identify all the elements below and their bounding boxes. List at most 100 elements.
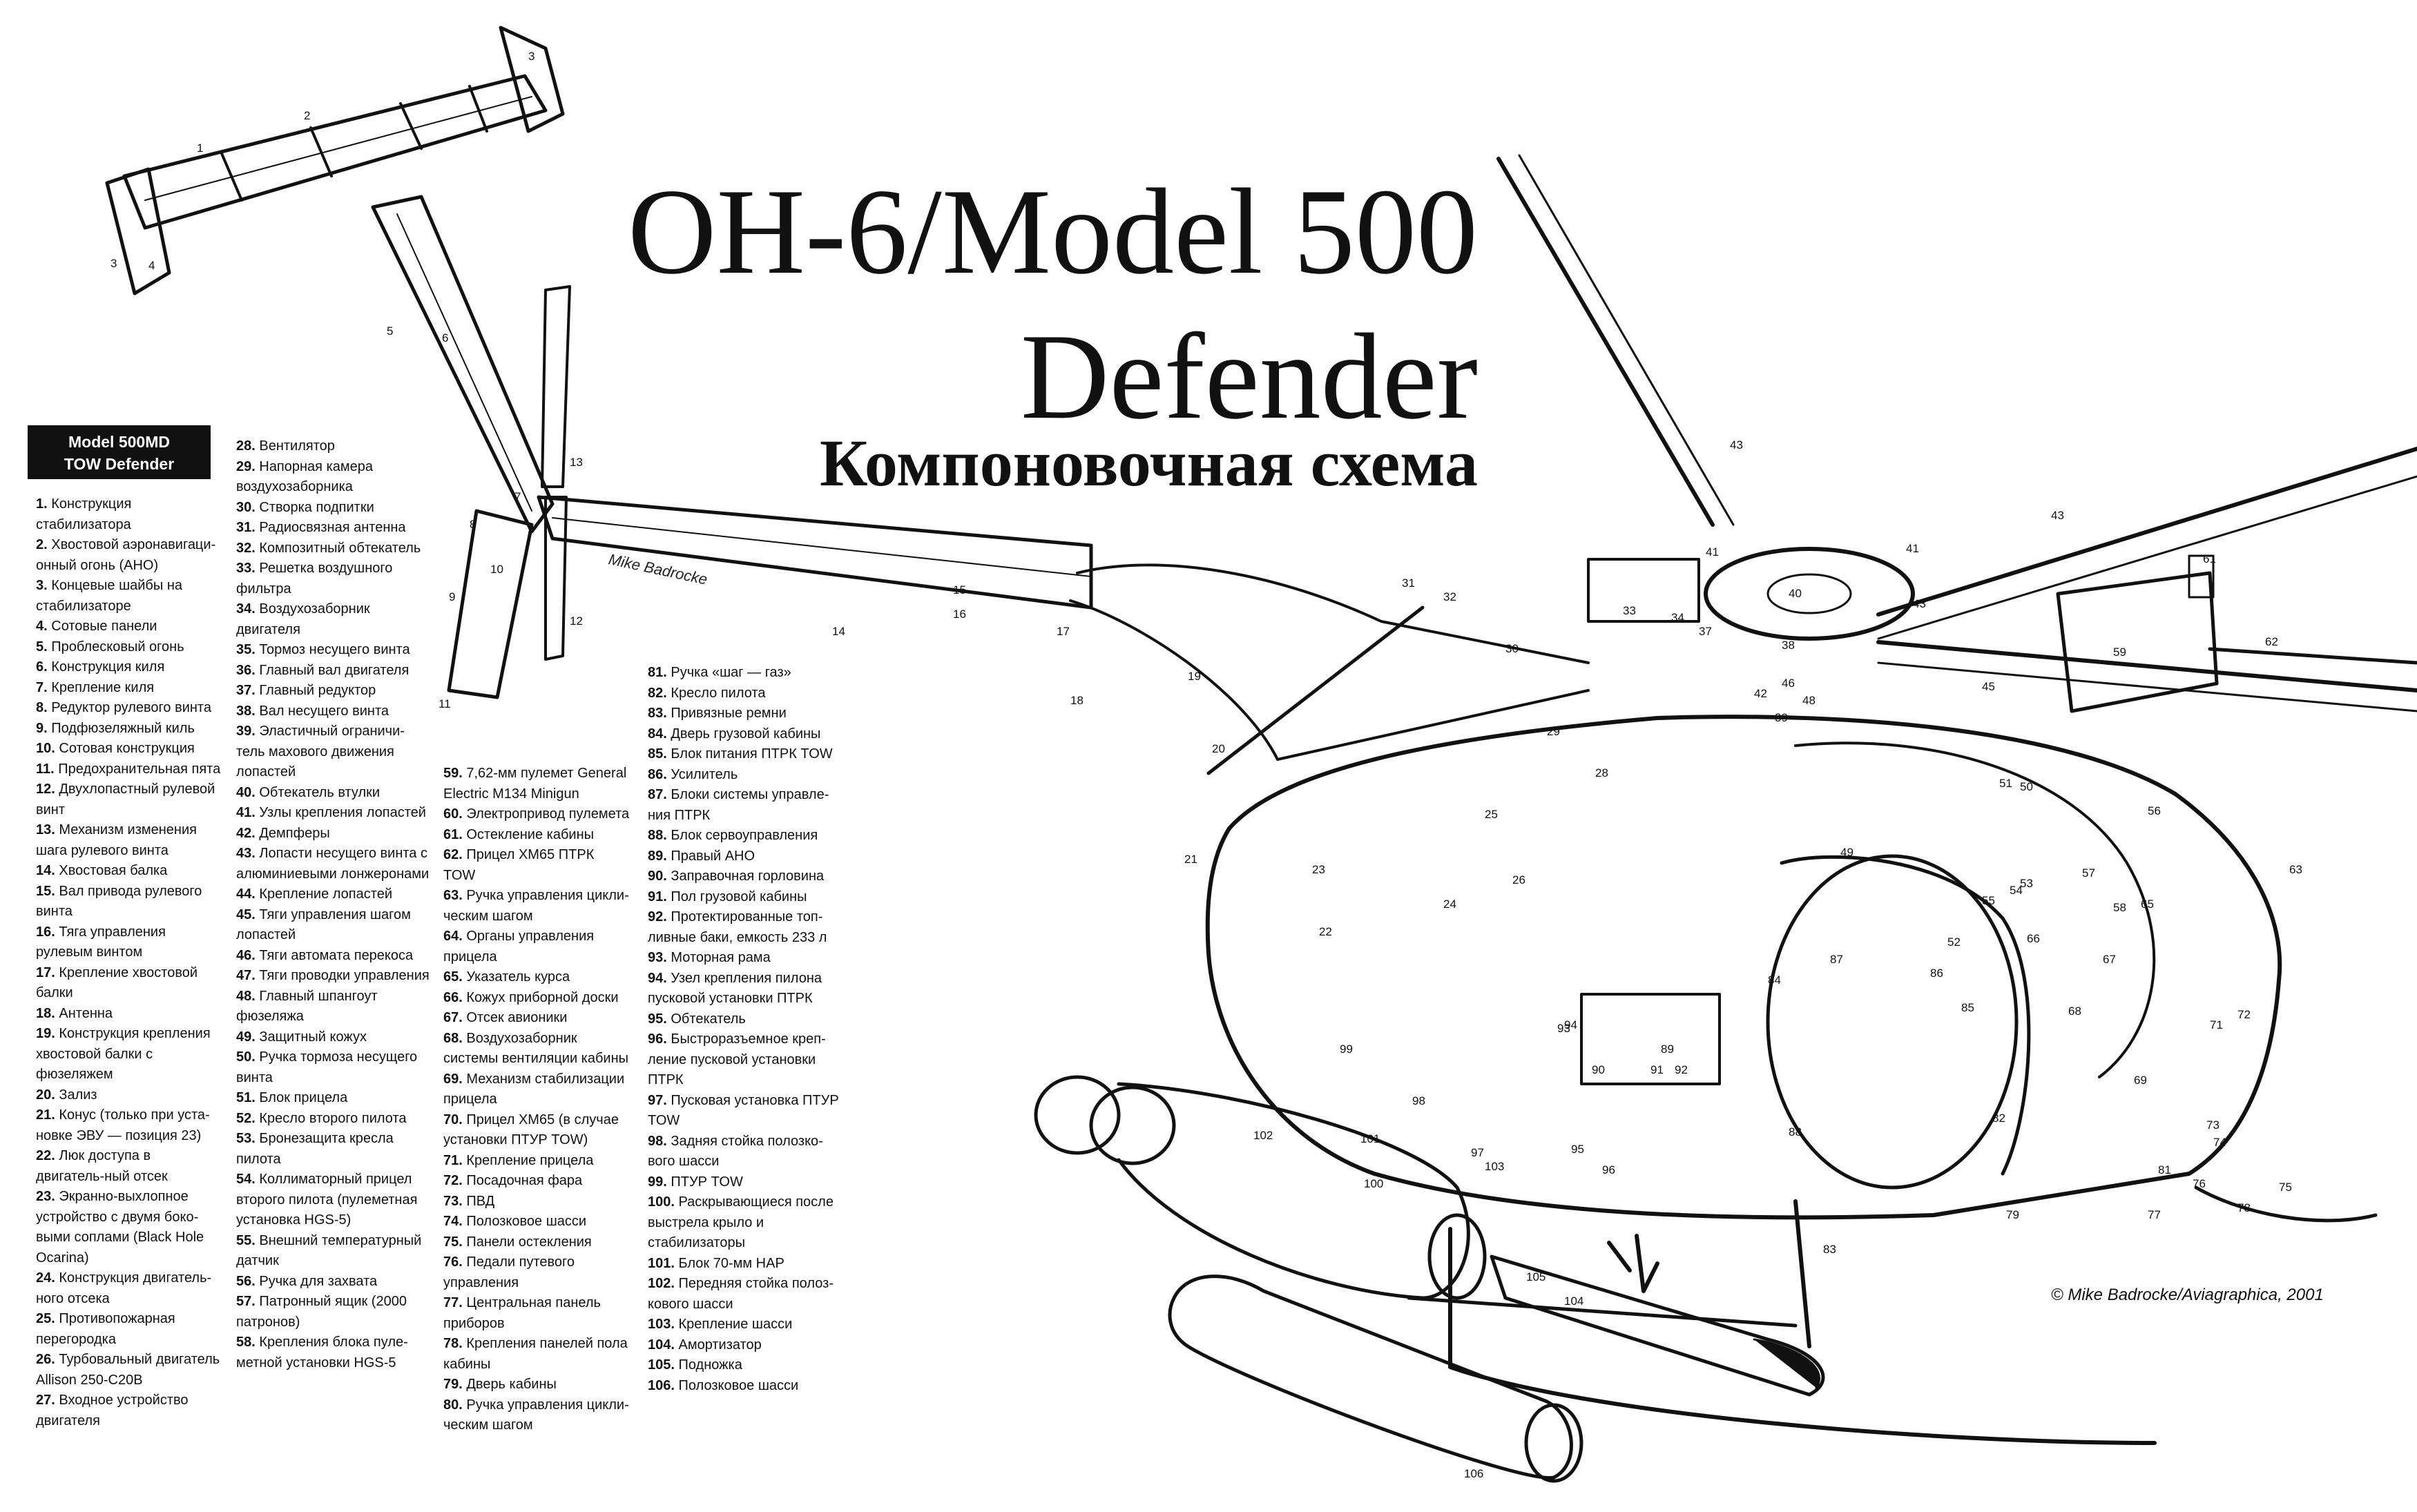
legend-item-text: Крепление шасси <box>674 1317 793 1332</box>
legend-item-text: Входное устройство двигателя <box>36 1393 189 1428</box>
callout-number: 3 <box>110 257 117 270</box>
legend-item-text: Кресло пилота <box>666 685 766 701</box>
callout-number: 104 <box>1564 1295 1584 1308</box>
legend-item-number: 80. <box>443 1397 463 1413</box>
legend-item-text: Прицел XM65 ПТРК TOW <box>443 847 595 883</box>
legend-item: 51. Блок прицела <box>236 1088 430 1109</box>
legend-item: 31. Радиосвязная антенна <box>236 518 430 539</box>
legend-item-text: Сотовые панели <box>47 619 157 634</box>
legend-item: 46. Тяги автомата перекоса <box>236 946 430 967</box>
callout-number: 61 <box>2203 552 2216 565</box>
legend-item: 79. Дверь кабины <box>443 1375 630 1395</box>
legend-item-text: Усилитель <box>666 766 738 782</box>
callout-number: 30 <box>1505 642 1519 655</box>
legend-item-number: 92. <box>648 909 667 924</box>
legend-item-number: 17. <box>36 965 55 980</box>
legend-item-text: Электропривод пулемета <box>462 806 630 822</box>
legend-item-text: Тяги автомата перекоса <box>255 947 414 963</box>
legend-item-text: Крепление киля <box>47 679 155 695</box>
legend-item-text: Остекление кабины <box>462 826 595 842</box>
callout-number: 103 <box>1485 1160 1505 1173</box>
legend-item: 6. Конструкция киля <box>36 657 222 678</box>
legend-item-number: 62. <box>443 847 463 862</box>
callout-number: 5 <box>387 324 394 338</box>
callout-number: 95 <box>1571 1143 1584 1156</box>
legend-item-text: Кресло второго пилота <box>255 1110 407 1126</box>
legend-item-number: 26. <box>36 1352 55 1367</box>
legend-item: 85. Блок питания ПТРК TOW <box>648 744 848 765</box>
callout-number: 89 <box>1661 1043 1674 1056</box>
legend-item-number: 34. <box>236 601 256 617</box>
legend-item-number: 66. <box>443 989 463 1005</box>
callout-number: 73 <box>2206 1118 2219 1132</box>
legend-item: 60. Электропривод пулемета <box>443 804 630 825</box>
legend-item: 98. Задняя стойка полозко-вого шасси <box>648 1132 848 1172</box>
callout-number: 28 <box>1595 766 1608 779</box>
rocket-pod <box>1168 1274 1583 1483</box>
legend-item-number: 77. <box>443 1295 463 1310</box>
legend-item-number: 14. <box>36 863 55 878</box>
legend-item-number: 86. <box>648 766 667 782</box>
legend-item-number: 11. <box>36 761 55 777</box>
callout-number: 25 <box>1485 808 1498 821</box>
legend-item: 44. Крепление лопастей <box>236 884 430 905</box>
legend-item-text: 7,62-мм пулемет General Electric M134 Mi… <box>443 766 627 802</box>
legend-item: 55. Внешний температурный датчик <box>236 1231 430 1272</box>
legend-item-number: 8. <box>36 700 48 715</box>
legend-item-text: Дверь кабины <box>462 1377 557 1392</box>
legend-item: 96. Быстроразъемное креп-ление пусковой … <box>648 1029 848 1091</box>
legend-item-text: Вал несущего винта <box>255 703 389 719</box>
legend-item: 42. Демпферы <box>236 824 430 844</box>
legend-item-number: 55. <box>236 1232 256 1248</box>
tow-missile <box>1490 1234 1825 1397</box>
legend-item-number: 7. <box>36 679 48 695</box>
callout-number: 20 <box>1212 742 1225 755</box>
legend-item-text: Конус (только при уста-новке ЭВУ — позиц… <box>36 1107 210 1143</box>
callout-number: 90 <box>1592 1063 1605 1076</box>
legend-item: 47. Тяги проводки управления <box>236 966 430 987</box>
legend-item: 23. Экранно-выхлопное устройство с двумя… <box>36 1187 222 1268</box>
legend-item: 35. Тормоз несущего винта <box>236 640 430 661</box>
callout-number: 23 <box>1312 863 1325 876</box>
legend-item: 2. Хвостовой аэронавигаци-онный огонь (А… <box>36 535 222 576</box>
legend-item: 73. ПВД <box>443 1192 630 1212</box>
legend-item: 40. Обтекатель втулки <box>236 783 430 804</box>
legend-item-text: Защитный кожух <box>255 1029 367 1045</box>
legend-item: 61. Остекление кабины <box>443 825 630 846</box>
legend-item: 12. Двухлопастный рулевой винт <box>36 779 222 820</box>
legend-item: 58. Крепления блока пуле-метной установк… <box>236 1332 430 1373</box>
callout-number: 24 <box>1443 898 1456 911</box>
legend-item-number: 6. <box>36 659 48 675</box>
legend-item-number: 90. <box>648 869 667 884</box>
legend-item-text: Механизм стабилизации прицела <box>443 1071 625 1107</box>
legend-item-text: Антенна <box>55 1005 113 1021</box>
legend-item: 19. Конструкция крепления хвостовой балк… <box>36 1024 222 1085</box>
legend-item-text: Створка подпитки <box>255 499 374 515</box>
legend-item: 94. Узел крепления пилона пусковой устан… <box>648 969 848 1009</box>
legend-item-text: Протектированные топ-ливные баки, емкост… <box>648 909 827 945</box>
legend-item: 104. Амортизатор <box>648 1335 848 1356</box>
legend-item-number: 76. <box>443 1254 463 1270</box>
legend-item: 9. Подфюзеляжный киль <box>36 719 222 739</box>
legend-item-number: 106. <box>648 1377 675 1393</box>
callout-number: 11 <box>439 697 451 710</box>
legend-item-text: ПТУР TOW <box>666 1174 743 1190</box>
legend-item-text: Дверь грузовой кабины <box>666 726 821 742</box>
legend-item-text: Блоки системы управле-ния ПТРК <box>648 787 829 823</box>
legend-item-number: 82. <box>648 685 667 701</box>
legend-item-text: Коллиматорный прицел второго пилота (пул… <box>236 1172 418 1228</box>
legend-item-number: 70. <box>443 1112 463 1127</box>
legend-item-number: 87. <box>648 787 667 802</box>
legend-item: 3. Концевые шайбы на стабилизаторе <box>36 576 222 617</box>
legend-item: 48. Главный шпангоут фюзеляжа <box>236 987 430 1027</box>
callout-number: 59 <box>2113 646 2126 659</box>
callout-number: 72 <box>2237 1008 2251 1021</box>
legend-item-text: Панели остекления <box>462 1234 592 1250</box>
callout-number: 81 <box>2158 1163 2171 1176</box>
legend-item-number: 63. <box>443 888 463 903</box>
legend-item: 7. Крепление киля <box>36 678 222 699</box>
legend-item: 49. Защитный кожух <box>236 1027 430 1048</box>
legend-item-text: Зализ <box>55 1087 97 1103</box>
